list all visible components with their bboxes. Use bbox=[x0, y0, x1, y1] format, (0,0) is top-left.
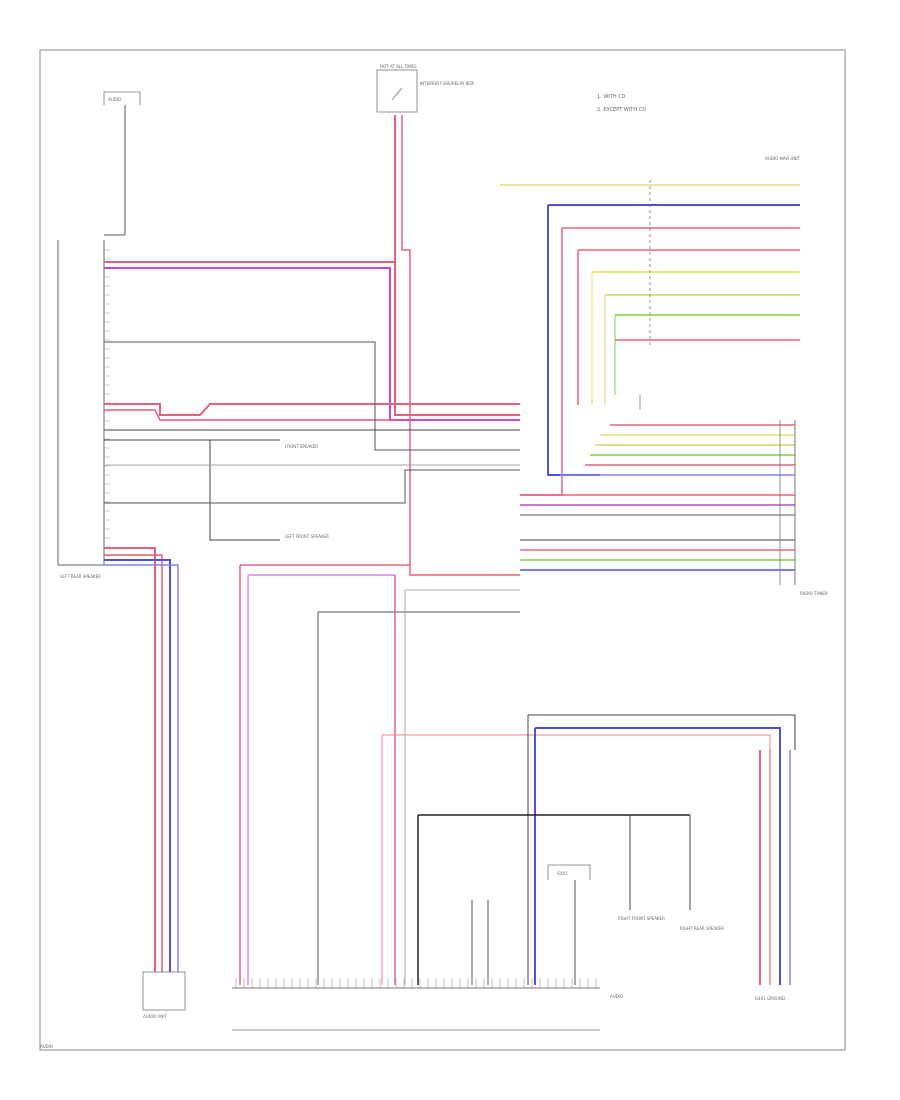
legend-line-1: 1. WITH CD bbox=[597, 94, 626, 100]
wire-group-bottom bbox=[239, 564, 796, 985]
page-reference: AUDIO bbox=[40, 1044, 53, 1049]
fuse-box: HOT AT ALL TIMES INTERIOR FUSE/RELAY BOX bbox=[376, 64, 474, 113]
top-left-small-label: AUDIO bbox=[108, 97, 121, 102]
right-top-label: AUDIO-NAVI UNIT bbox=[765, 156, 800, 161]
bottom-main-label: AUDIO bbox=[610, 994, 623, 999]
right-mid-label: RADIO TUNER bbox=[800, 591, 828, 596]
diagram-frame bbox=[39, 49, 846, 1051]
bottom-note-right-rear: RIGHT REAR SPEAKER bbox=[680, 926, 724, 931]
top-left-small-module: AUDIO bbox=[103, 91, 141, 236]
bottom-connector: AUDIO bbox=[232, 987, 623, 1031]
fuse-box-label: INTERIOR FUSE/RELAY BOX bbox=[420, 81, 474, 86]
wire-group-right-mid bbox=[520, 420, 796, 585]
left-connector-block: LEFT REAR SPEAKER bbox=[57, 240, 105, 579]
mid-note-left-front-speaker: LEFT FRONT SPEAKER bbox=[285, 534, 329, 539]
bottom-pin-ticks bbox=[235, 978, 597, 988]
bottom-right-label: G401 GROUND bbox=[755, 996, 785, 1001]
bottom-left-module: AUDIO UNIT bbox=[142, 971, 186, 1019]
center-small-box: G401 bbox=[547, 864, 591, 880]
fuse-box-title: HOT AT ALL TIMES bbox=[380, 64, 417, 69]
wire-group-bottom-right bbox=[759, 750, 791, 985]
wire-group-left-down bbox=[104, 547, 179, 972]
left-unit-label: LEFT REAR SPEAKER bbox=[60, 574, 101, 579]
mid-note-front-speaker: FRONT SPEAKER bbox=[285, 444, 318, 449]
wire-group-right-top bbox=[500, 180, 800, 496]
left-pin-ticks bbox=[104, 249, 110, 557]
center-small-label: G401 bbox=[557, 871, 568, 876]
legend-line-2: 2. EXCEPT WITH CD bbox=[597, 107, 646, 113]
bottom-note-right-front: RIGHT FRONT SPEAKER bbox=[618, 916, 665, 921]
wire-group-top bbox=[104, 115, 520, 576]
bottom-left-label: AUDIO UNIT bbox=[143, 1014, 167, 1019]
